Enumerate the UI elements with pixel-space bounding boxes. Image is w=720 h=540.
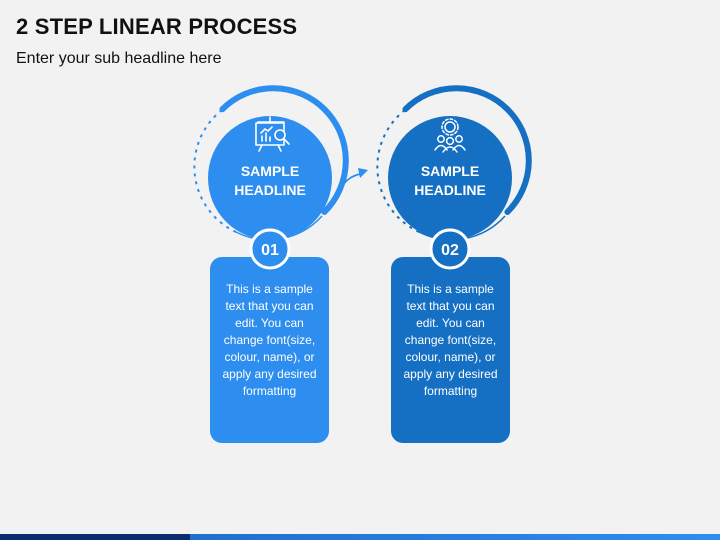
step-2-outer-ring (402, 85, 532, 215)
step-2-body-text: This is a sample text that you can edit.… (403, 282, 498, 398)
connector-arrow (325, 168, 368, 213)
step-2-circle (388, 116, 512, 240)
step-1-body-text: This is a sample text that you can edit.… (222, 282, 317, 398)
step-2: SAMPLE HEADLINE 02 (376, 85, 532, 270)
page-title: 2 STEP LINEAR PROCESS (16, 14, 298, 39)
step-1-circle (208, 116, 332, 240)
step-1-headline-line-2: HEADLINE (234, 182, 306, 198)
step-2-dashed-ring (376, 109, 420, 233)
team-gear-icon (434, 118, 466, 153)
step-1-text-box: This is a sample text that you can edit.… (210, 257, 329, 443)
presentation-chart-search-icon (255, 116, 290, 152)
footer-bar (0, 534, 720, 540)
page-subtitle: Enter your sub headline here (16, 50, 222, 67)
step-2-text-box: This is a sample text that you can edit.… (391, 257, 510, 443)
step-1: SAMPLE HEADLINE 01 (193, 85, 349, 270)
step-1-dashed-ring (193, 109, 237, 233)
step-2-headline-line-1: SAMPLE (421, 163, 479, 179)
step-1-outer-ring (219, 85, 349, 215)
step-2-headline-line-2: HEADLINE (414, 182, 486, 198)
footer-bar-light (190, 534, 720, 540)
step-1-headline-line-1: SAMPLE (241, 163, 299, 179)
footer-bar-dark (0, 534, 190, 540)
